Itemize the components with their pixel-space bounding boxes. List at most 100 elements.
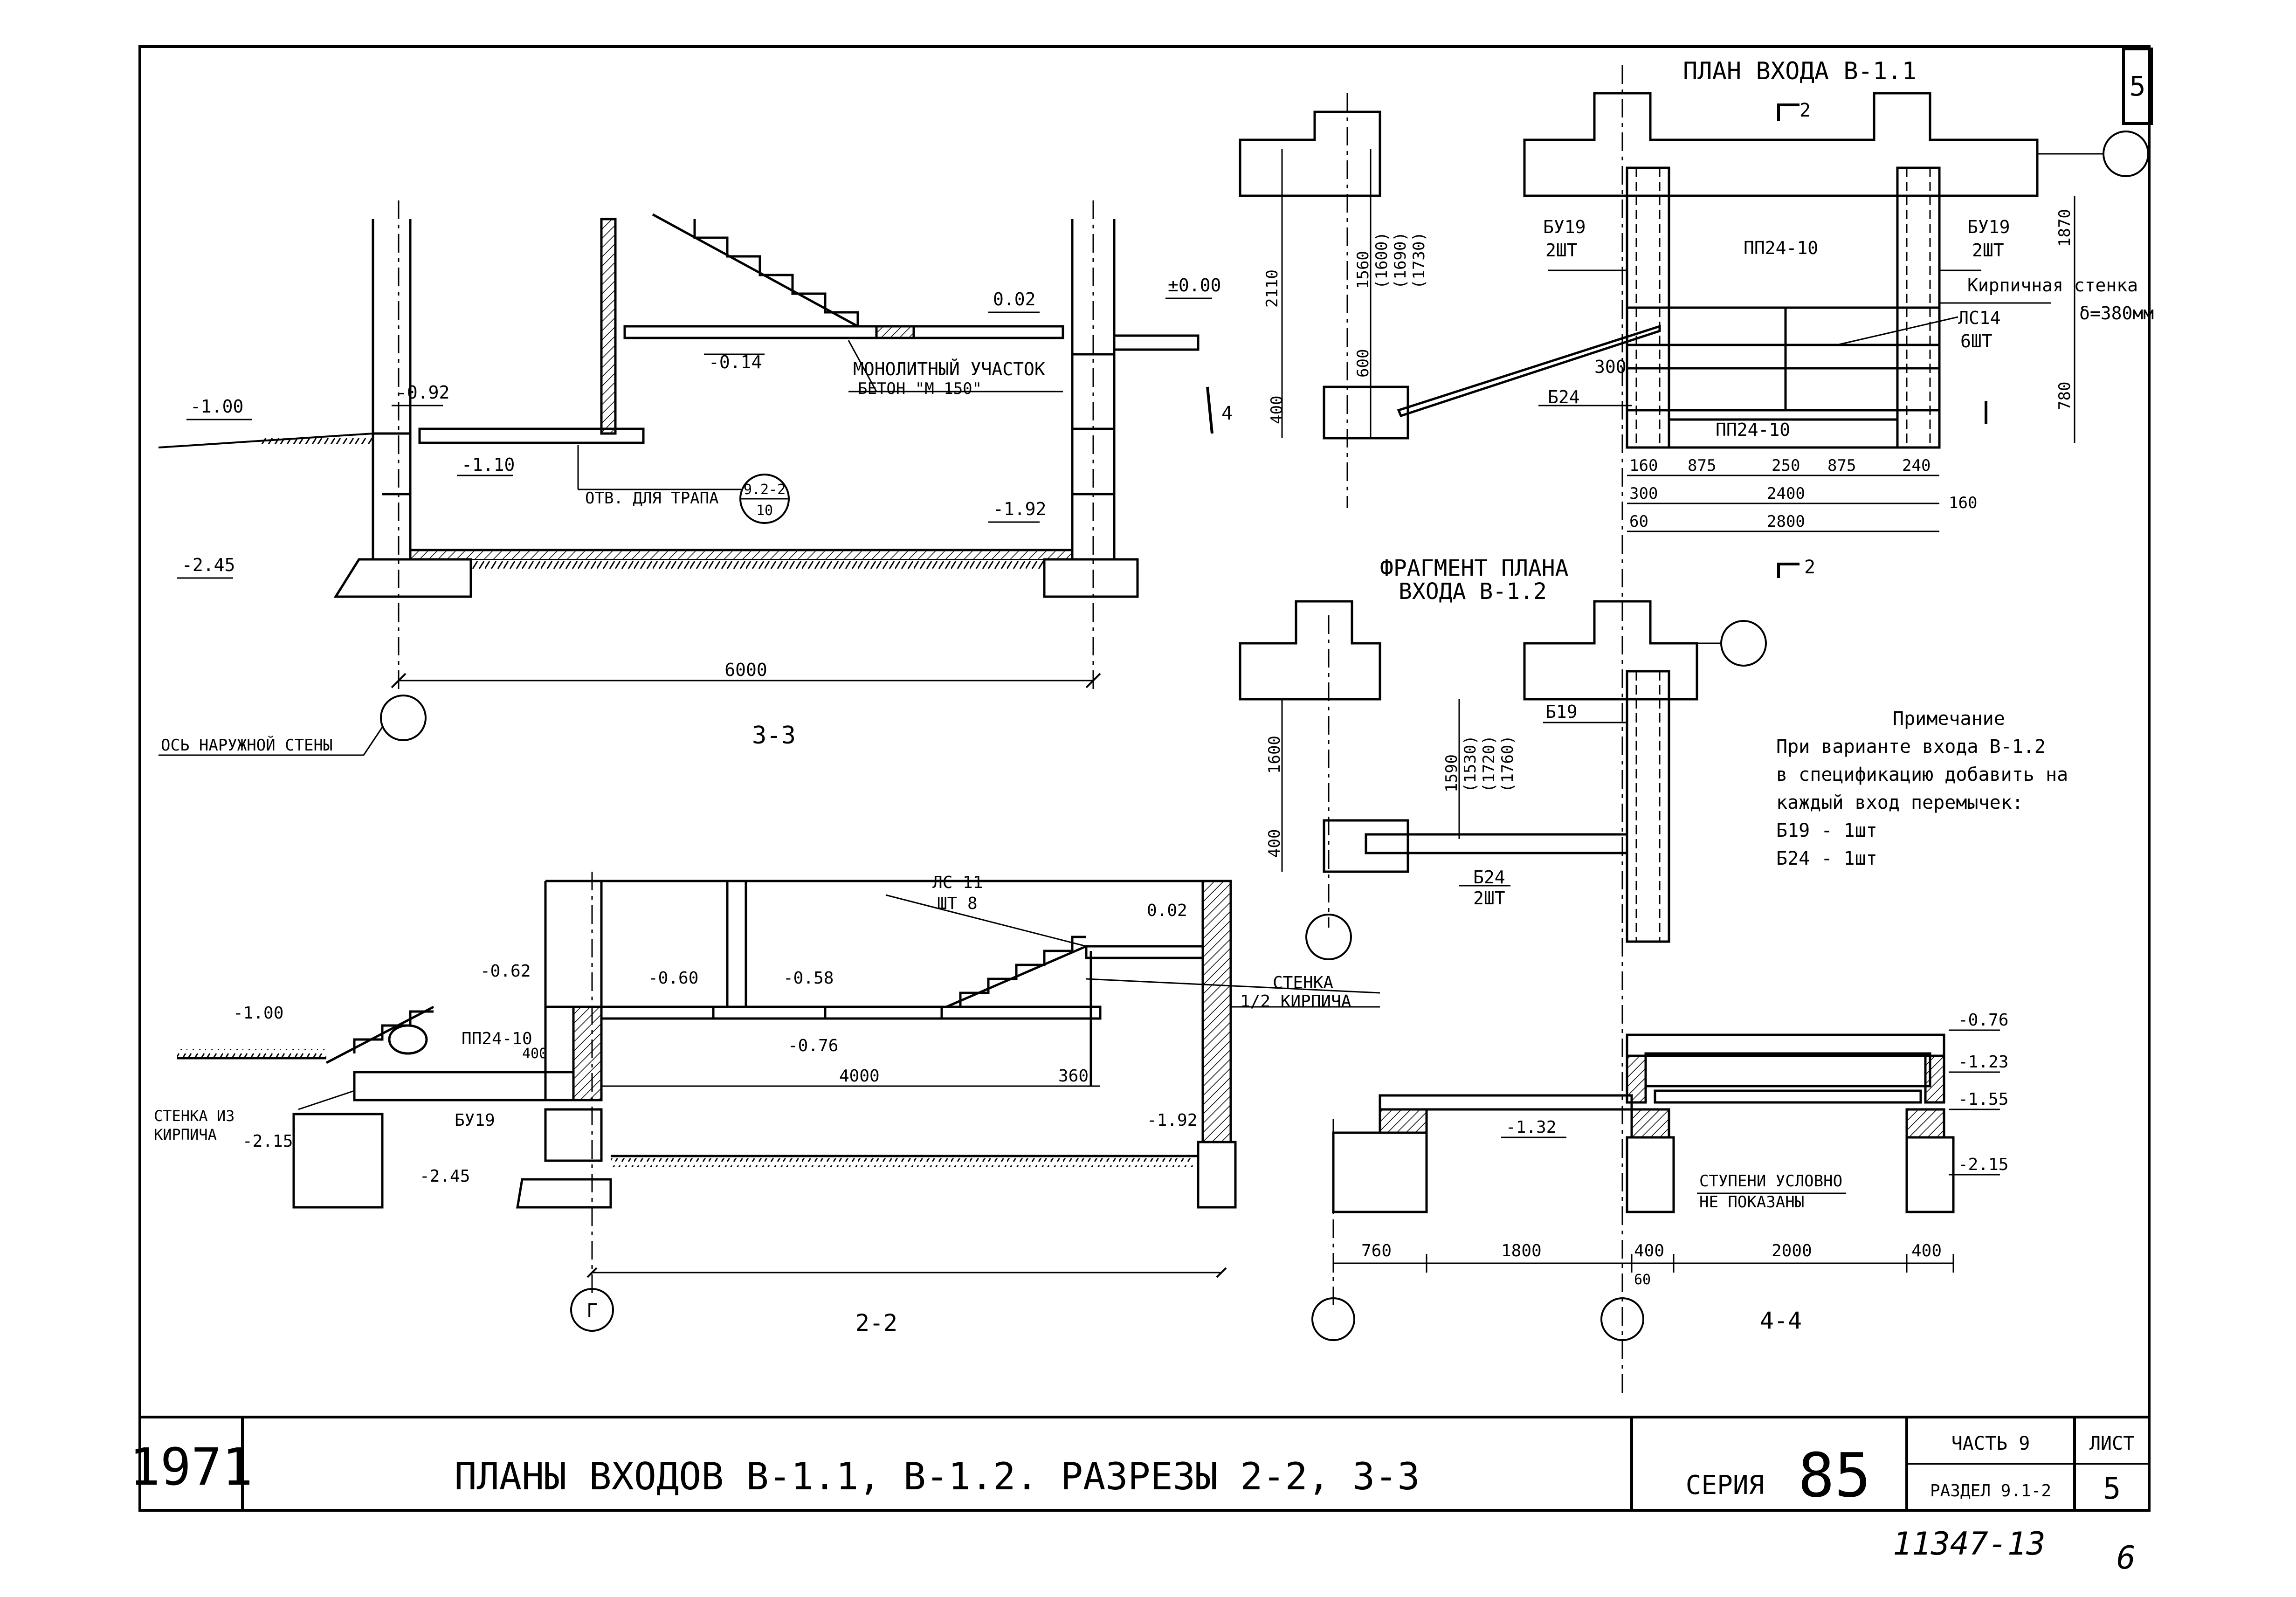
dim-label: 4000 [839,1067,880,1086]
dim-label: (1730) [1410,232,1428,289]
axis-label: Г [586,1300,598,1322]
sheet-label: ЛИСТ [2089,1433,2134,1454]
year-label: 1971 [130,1437,253,1497]
dim-label: 780 [2055,382,2074,410]
dim-label: 2400 [1767,484,1805,503]
cut-label: 2 [1804,557,1815,578]
level-label: -1.55 [1958,1090,2008,1109]
level-label: ±0.00 [1168,275,1221,296]
dim-label: 60 [1634,1272,1651,1288]
note-line: Б19 - 1шт [1776,820,1877,841]
brick-wall-label: Кирпичная стенка [1967,275,2138,296]
section-label: РАЗДЕЛ 9.1-2 [1930,1481,2051,1501]
section-title: 2-2 [855,1309,897,1336]
dim-label: (1720) [1480,735,1498,792]
element-label: ПП24-10 [1716,420,1790,440]
dim-label: 2800 [1767,512,1805,531]
section-mark: 4 [1221,403,1233,424]
title-block-text: 1971 ПЛАНЫ ВХОДОВ В-1.1, В-1.2. РАЗРЕЗЫ … [130,1433,2136,1576]
element-label: БУ19 [1543,217,1586,237]
level-label: -0.60 [648,969,698,988]
level-label: -0.76 [788,1036,838,1055]
dim-label: 2110 [1263,269,1282,308]
dim-label: 875 [1688,456,1716,475]
sheet-number: 5 [2130,70,2146,102]
fragment-b12-labels: ФРАГМЕНТ ПЛАНА ВХОДА В-1.2 Б19 Б24 2ШТ 1… [1265,555,1578,909]
ref-bottom: 10 [756,503,773,519]
section-3-3-labels: -1.00 -0.92 -1.10 -2.45 -0.14 0.02 ±0.00… [161,275,1221,755]
view-title: ПЛАН ВХОДА В-1.1 [1683,57,1917,85]
level-label: -2.15 [242,1132,293,1151]
dim-label: 1870 [2055,209,2074,247]
title-block [241,1417,2149,1510]
note-label: НЕ ПОКАЗАНЫ [1699,1193,1804,1212]
dim-label: 400 [1265,829,1284,858]
section-title: 4-4 [1760,1307,1802,1334]
plan-b11 [1206,65,2149,1398]
dim-label: 160 [1949,494,1977,512]
element-label: ПП24-10 [1744,238,1818,258]
level-label: -1.32 [1506,1118,1556,1137]
section-2-2-labels: -1.00 -0.62 -0.60 -0.58 -0.76 0.02 -2.15… [154,873,1351,1336]
dimension-label: 6000 [724,660,767,680]
level-label: -0.76 [1958,1011,2008,1030]
drawing-title: ПЛАНЫ ВХОДОВ В-1.1, В-1.2. РАЗРЕЗЫ 2-2, … [454,1455,1420,1498]
element-qty: 2ШТ [1545,240,1578,261]
dim-label: 400 [1634,1241,1664,1260]
dim-label: 250 [1772,456,1800,475]
brick-thickness: δ=380мм [2079,303,2154,324]
level-label: -2.45 [182,555,235,575]
brick-wall-label: СТЕНКА ИЗ [154,1107,234,1125]
dim-label: 2000 [1772,1241,1812,1260]
dim-label: 600 [1354,349,1372,378]
dim-label: 875 [1827,456,1856,475]
view-title: ФРАГМЕНТ ПЛАНА [1380,555,1569,581]
wall-label: 1/2 КИРПИЧА [1240,992,1351,1011]
note-line: Б24 - 1шт [1776,848,1877,869]
level-label: -1.92 [993,499,1046,519]
part-label: ЧАСТЬ 9 [1951,1433,2030,1454]
level-label: -2.45 [420,1167,470,1186]
series-value: 85 [1798,1440,1871,1511]
note-line: При варианте входа В-1.2 [1776,736,2046,757]
dim-label: (1530) [1461,735,1480,792]
series-label: СЕРИЯ [1686,1470,1765,1501]
note-title: Примечание [1893,708,2005,730]
section-4-4 [1311,1029,2000,1341]
hatch-opening-label: ОТВ. ДЛЯ ТРАПА [585,489,719,508]
section-2-2 [177,872,1380,1332]
element-label: Б24 [1548,387,1580,407]
dim-label: 400 [522,1046,547,1062]
element-label: ЛС 11 [932,873,983,892]
level-label: -2.15 [1958,1155,2008,1174]
level-label: 0.02 [993,289,1036,310]
element-qty: ШТ 8 [937,894,978,913]
dim-label: 400 [1268,396,1286,424]
fragment-b12 [1239,600,1767,960]
note-line: в спецификацию добавить на [1776,764,2068,785]
level-label: -0.62 [480,962,531,981]
monolith-label: МОНОЛИТНЫЙ УЧАСТОК [853,359,1045,379]
dim-label: 300 [1629,484,1658,503]
element-label: БУ19 [455,1111,495,1130]
level-label: -0.14 [709,352,762,372]
level-label: 0.02 [1147,901,1187,920]
sheet-number-box: 5 [2122,48,2153,125]
element-label: Б24 [1473,867,1505,888]
dim-label: 1600 [1265,736,1284,774]
cut-label: 2 [1800,100,1811,121]
element-label: ПП24-10 [462,1029,532,1048]
dim-label: 360 [1058,1067,1089,1086]
note-block: Примечание При варианте входа В-1.2 в сп… [1776,708,2068,869]
sheet-frame [138,45,2151,1512]
dim-label: 760 [1361,1241,1392,1260]
dim-label: (1600) [1372,232,1391,289]
element-label: Б19 [1545,702,1578,722]
dim-label: (1690) [1391,232,1410,289]
dim-label: 1560 [1354,251,1372,289]
dim-label: 240 [1902,456,1931,475]
element-qty: 2ШТ [1972,240,2004,261]
level-label: -1.10 [462,454,515,475]
brick-wall-label: КИРПИЧА [154,1126,217,1143]
